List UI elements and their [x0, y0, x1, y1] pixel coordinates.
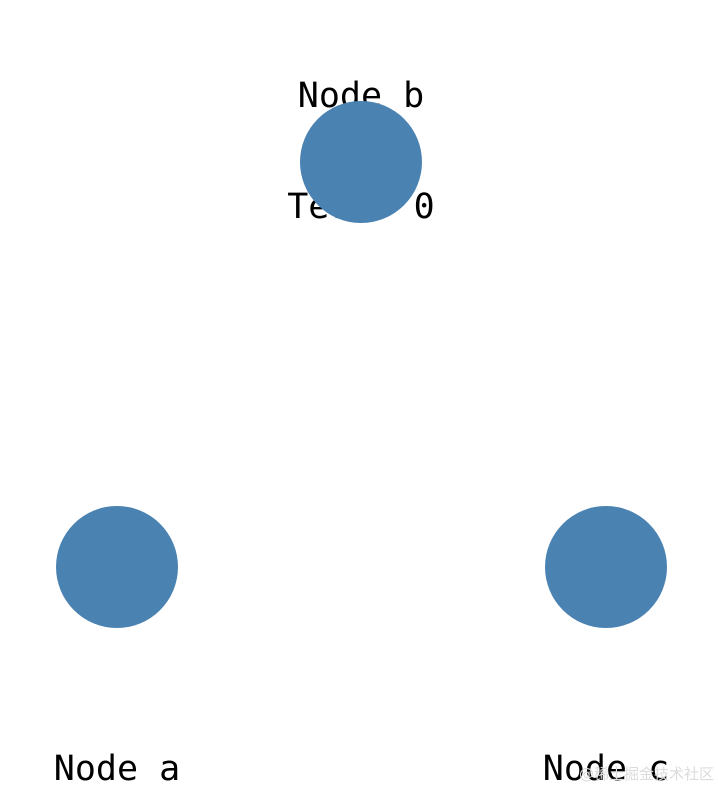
node-a-label: Node a Term: 0	[0, 677, 239, 788]
node-a-name: Node a	[53, 749, 181, 788]
node-c-circle[interactable]	[545, 506, 667, 628]
node-c-name: Node c	[542, 749, 670, 788]
node-a-circle[interactable]	[56, 506, 178, 628]
node-c-label: Node c Term: 0	[484, 677, 718, 788]
node-b-circle[interactable]	[300, 101, 422, 223]
watermark: @稀土掘金技术社区	[578, 765, 714, 783]
